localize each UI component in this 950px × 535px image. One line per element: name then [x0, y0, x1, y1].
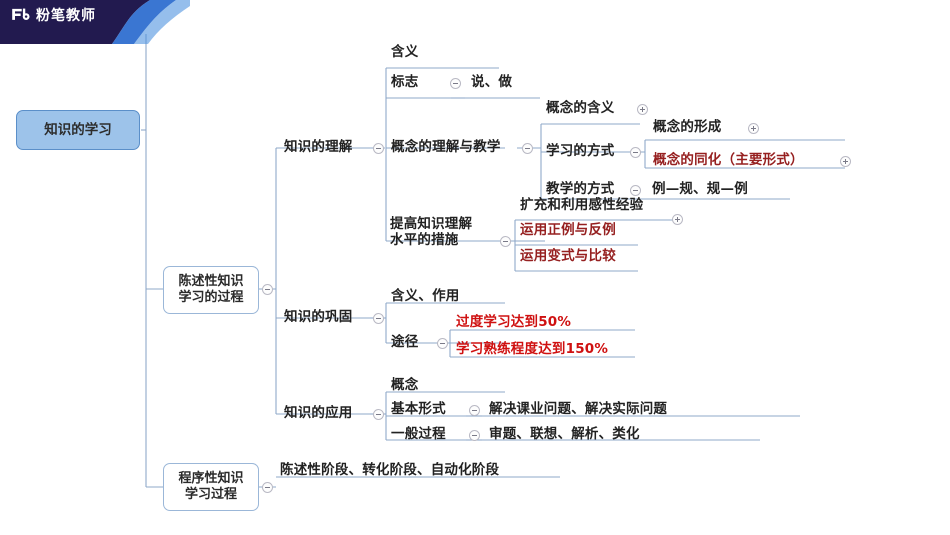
toggle-declarative-process[interactable]	[262, 284, 273, 295]
toggle-knowledge-consolidation[interactable]	[373, 313, 384, 324]
fb-logo-icon	[12, 8, 30, 20]
toggle-general-process[interactable]	[469, 430, 480, 441]
node-concept-formation[interactable]: 概念的形成	[653, 119, 722, 135]
node-approach[interactable]: 途径	[391, 334, 419, 350]
node-overlearning-50[interactable]: 过度学习达到50%	[456, 314, 572, 330]
node-proficiency-150[interactable]: 学习熟练程度达到150%	[456, 341, 609, 357]
toggle-concept-meaning[interactable]	[637, 104, 648, 115]
node-positive-negative-examples[interactable]: 运用正例与反例	[520, 222, 616, 238]
node-procedural-stages[interactable]: 陈述性阶段、转化阶段、自动化阶段	[280, 462, 500, 478]
node-learning-method[interactable]: 学习的方式	[546, 143, 615, 159]
node-knowledge-application[interactable]: 知识的应用	[284, 405, 353, 421]
node-basic-form[interactable]: 基本形式	[391, 401, 446, 417]
node-concept-understanding-teaching[interactable]: 概念的理解与教学	[391, 139, 501, 155]
node-knowledge-understanding[interactable]: 知识的理解	[284, 139, 353, 155]
toggle-expand-sensory-experience[interactable]	[672, 214, 683, 225]
node-teaching-method[interactable]: 教学的方式	[546, 181, 615, 197]
toggle-basic-form[interactable]	[469, 405, 480, 416]
node-concept-meaning[interactable]: 概念的含义	[546, 100, 615, 116]
toggle-knowledge-understanding[interactable]	[373, 143, 384, 154]
toggle-knowledge-application[interactable]	[373, 409, 384, 420]
node-knowledge-consolidation[interactable]: 知识的巩固	[284, 309, 353, 325]
toggle-concept-understanding-teaching[interactable]	[522, 143, 533, 154]
node-variant-comparison[interactable]: 运用变式与比较	[520, 248, 616, 264]
node-concept-assimilation[interactable]: 概念的同化（主要形式）	[653, 152, 804, 168]
brand-name: 粉笔教师	[36, 8, 96, 24]
node-basic-form-value[interactable]: 解决课业问题、解决实际问题	[489, 401, 668, 417]
root-node[interactable]: 知识的学习	[16, 110, 140, 150]
toggle-learning-method[interactable]	[630, 147, 641, 158]
node-general-process[interactable]: 一般过程	[391, 426, 446, 442]
node-expand-sensory-experience[interactable]: 扩充和利用感性经验	[520, 197, 644, 213]
toggle-teaching-method[interactable]	[630, 185, 641, 196]
node-sign-value[interactable]: 说、做	[471, 74, 513, 90]
toggle-sign[interactable]	[450, 78, 461, 89]
node-consolidation-meaning-function[interactable]: 含义、作用	[391, 288, 460, 304]
node-sign[interactable]: 标志	[391, 74, 419, 90]
node-meaning[interactable]: 含义	[391, 44, 419, 60]
toggle-concept-assimilation[interactable]	[840, 156, 851, 167]
toggle-concept-formation[interactable]	[748, 123, 759, 134]
toggle-improve-understanding-measures[interactable]	[500, 236, 511, 247]
toggle-approach[interactable]	[437, 338, 448, 349]
node-improve-understanding-measures[interactable]: 提高知识理解 水平的措施	[390, 216, 473, 249]
node-general-process-value[interactable]: 审题、联想、解析、类化	[489, 426, 640, 442]
node-teaching-method-value[interactable]: 例—规、规—例	[652, 181, 748, 197]
node-procedural-process[interactable]: 程序性知识 学习过程	[163, 463, 259, 511]
node-declarative-process[interactable]: 陈述性知识 学习的过程	[163, 266, 259, 314]
toggle-procedural-process[interactable]	[262, 482, 273, 493]
node-application-concept[interactable]: 概念	[391, 377, 419, 393]
